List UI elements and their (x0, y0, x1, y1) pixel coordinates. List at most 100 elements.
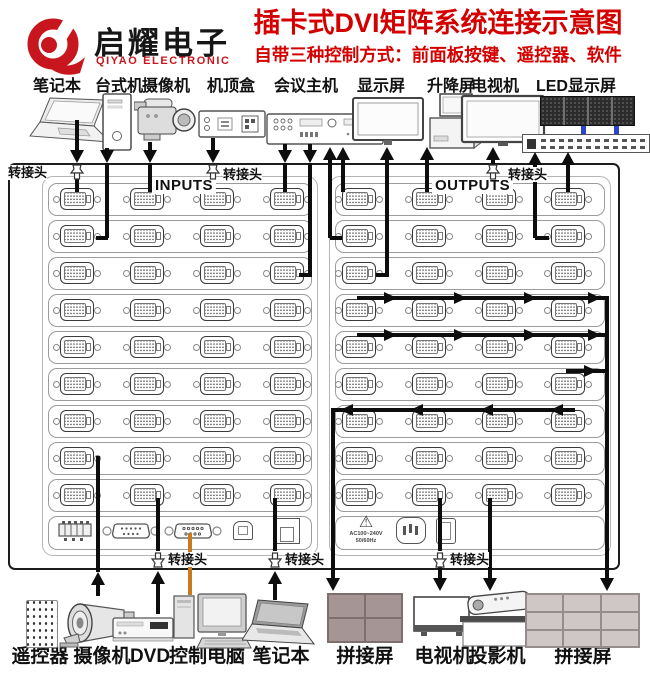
arrow-up-icon (420, 147, 434, 160)
arrow-down-icon (278, 150, 292, 163)
label-wall3x3: 拼接屏 (554, 646, 612, 667)
dvi-connector-icon (263, 484, 311, 506)
dvi-connector-icon (193, 225, 241, 247)
arrow-left-icon (550, 404, 563, 416)
dvi-connector-icon (544, 336, 592, 358)
cable-tv-output (491, 160, 495, 165)
outputs-label: OUTPUTS (432, 178, 514, 194)
arrow-down-icon (600, 578, 614, 591)
cable-desktop-input (105, 163, 109, 238)
dvi-connector-icon (123, 484, 171, 506)
arrow-left-icon (480, 404, 493, 416)
dvi-connector-icon (335, 188, 383, 210)
arrow-left-icon (410, 404, 423, 416)
adapter-label: 转接头 (508, 167, 548, 182)
dvi-connector-icon (544, 188, 592, 210)
cable-desktop-input (96, 236, 108, 240)
dvi-connector-icon (193, 484, 241, 506)
dvi-connector-icon (193, 447, 241, 469)
led-data-cable (581, 126, 586, 135)
dvi-connector-icon (335, 225, 383, 247)
dvi-connector-icon (53, 225, 101, 247)
dvi-connector-icon (123, 225, 171, 247)
dvi-connector-icon (405, 225, 453, 247)
qiyao-logo-icon (27, 14, 85, 75)
utility-card-row (335, 516, 605, 550)
arrow-down-icon (433, 578, 447, 591)
arrow-up-icon (91, 572, 105, 585)
chain-row4 (357, 296, 609, 300)
cable-dvd-input (156, 584, 160, 614)
label-laptop-top: 笔记本 (32, 78, 81, 95)
cable-conference-input-2 (308, 163, 312, 277)
dvi-connector-icon (405, 484, 453, 506)
cable-settop-input (211, 138, 215, 150)
arrow-up-icon (323, 147, 337, 160)
arrow-down-icon (100, 150, 114, 163)
arrow-up-icon (336, 147, 350, 160)
arrow-right-icon (588, 292, 601, 304)
brand-name-en: QIYAO ELECTRONIC (96, 55, 231, 67)
dvi-connector-icon (193, 373, 241, 395)
adapter-icon (485, 164, 501, 180)
arrow-right-icon (584, 365, 597, 377)
cable-conference-input-2 (299, 273, 310, 277)
dvi-connector-icon (123, 299, 171, 321)
label-projector: 投影机 (468, 646, 526, 667)
dvi-connector-icon (405, 373, 453, 395)
label-cctv: 摄像机 (73, 646, 131, 667)
dvi-connector-icon (335, 484, 383, 506)
label-settop: 机顶盒 (206, 78, 255, 95)
arrow-left-icon (340, 404, 353, 416)
cable-wall3x3-trunk (605, 296, 609, 578)
arrow-right-icon (384, 329, 397, 341)
dvi-connector-icon (335, 373, 383, 395)
dvi-connector-icon (263, 336, 311, 358)
dvi-connector-icon (263, 188, 311, 210)
label-led-display: LED显示屏 (535, 78, 616, 95)
dvi-connector-icon (123, 188, 171, 210)
settop-box-icon (198, 108, 266, 145)
label-wall2x2: 拼接屏 (336, 646, 394, 667)
tv-icon (460, 94, 546, 155)
remote-control-icon (26, 600, 58, 648)
cable-camcorder-input (148, 142, 152, 150)
title-block: 插卡式DVI矩阵系统连接示意图 自带三种控制方式：前面板按键、遥控器、软件 (228, 6, 648, 67)
camcorder-icon (133, 94, 196, 151)
adapter-label: 转接头 (168, 552, 208, 567)
cable-monitor-output (385, 160, 389, 277)
dvi-connector-icon (263, 299, 311, 321)
dvi-connector-icon (53, 447, 101, 469)
dvi-connector-icon (405, 299, 453, 321)
dvi-connector-icon (544, 262, 592, 284)
dvd-player-icon (112, 614, 174, 649)
cctv-camera-icon (58, 596, 142, 653)
cable-conference-input-2 (308, 144, 312, 150)
led-controller-ports (541, 139, 645, 142)
cable-laptop-input (75, 120, 79, 150)
dvi-connector-icon (123, 336, 171, 358)
cable-conference-output-2 (341, 160, 345, 192)
terminal-block-icon (58, 520, 92, 547)
dvi-connector-icon (405, 336, 453, 358)
dvi-connector-icon (263, 373, 311, 395)
cable-lift-screen-output (425, 160, 429, 192)
page-title: 插卡式DVI矩阵系统连接示意图 (253, 8, 623, 38)
monitor-icon (350, 96, 426, 153)
arrow-right-icon (524, 292, 537, 304)
arrow-down-icon (303, 150, 317, 163)
dvi-connector-icon (263, 225, 311, 247)
cable-cctv-input (96, 456, 100, 572)
cable-laptop-input (75, 179, 79, 192)
chain-row5 (357, 333, 609, 337)
power-inlet-icon (396, 517, 426, 544)
arrow-right-icon (454, 292, 467, 304)
arrow-up-icon (268, 571, 282, 584)
dvi-connector-icon (263, 410, 311, 432)
laptop-bottom-icon (241, 598, 320, 655)
dvi-connector-icon (544, 373, 592, 395)
led-panel-divider (611, 97, 613, 125)
dvi-connector-icon (53, 484, 101, 506)
label-control-pc: 控制电脑 (168, 646, 245, 667)
adapter-icon (267, 552, 283, 568)
